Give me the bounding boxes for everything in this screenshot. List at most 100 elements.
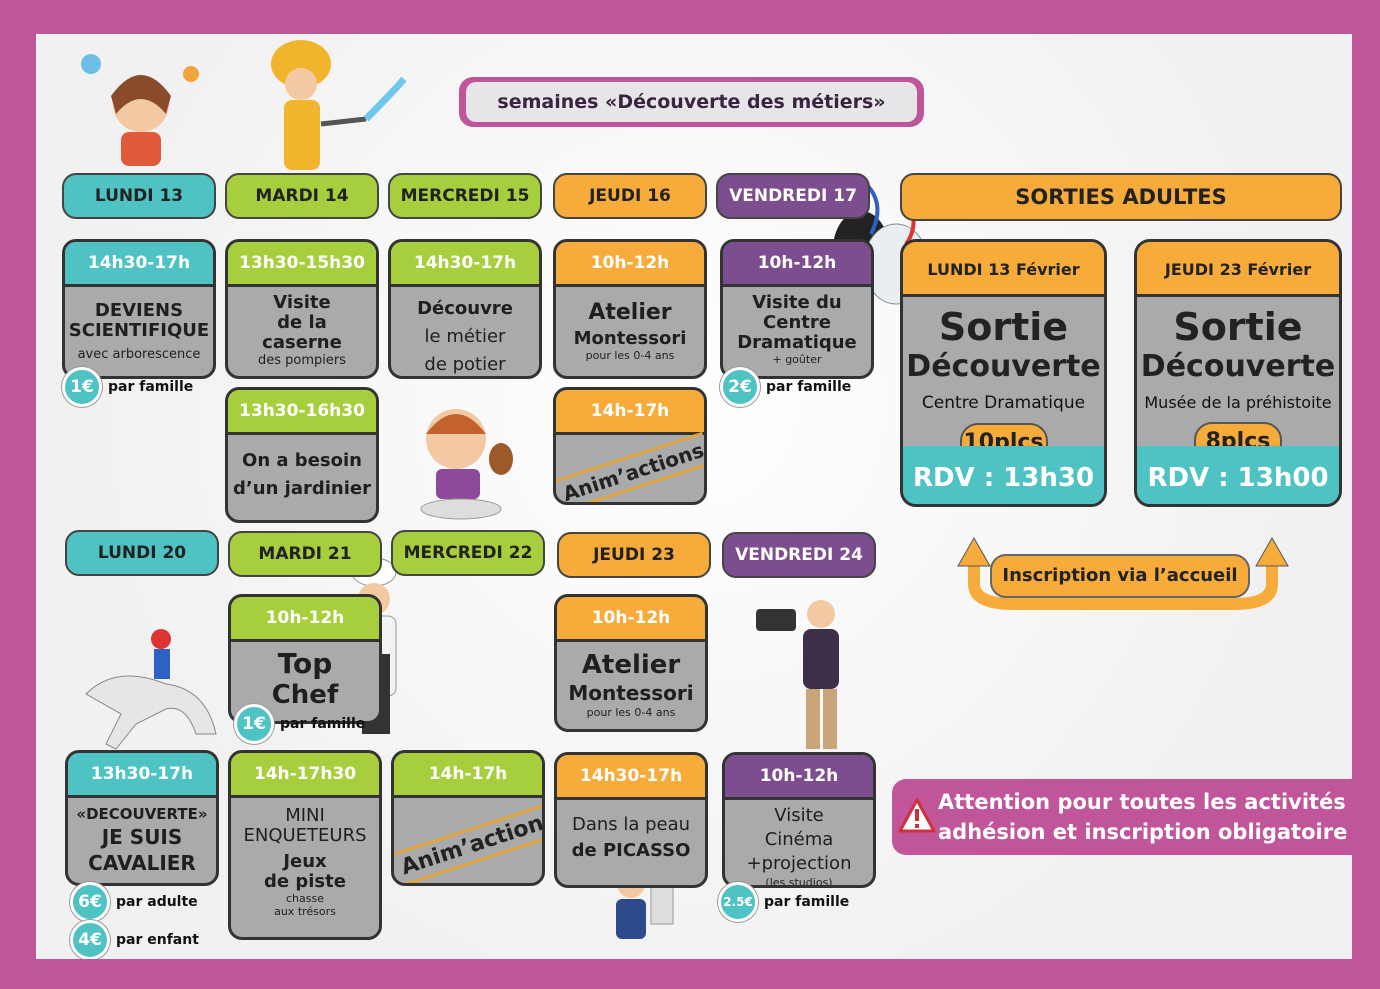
activity-card-picasso: 14h30-17h Dans la peau de PICASSO [554, 752, 708, 888]
card-line: ENQUETEURS [243, 825, 367, 846]
card-line: Anim’actions [394, 800, 542, 883]
card-line: Jeux [283, 851, 327, 872]
card-line: aux trésors [274, 905, 336, 918]
card-time: 10h-12h [723, 242, 871, 287]
activity-card-enqueteurs: 14h-17h30 MINI ENQUETEURS Jeux de piste … [228, 750, 382, 940]
card-line: Centre [763, 312, 831, 333]
card-line: Visite du [752, 292, 842, 313]
card-time: 14h30-17h [65, 242, 213, 287]
card-line: Top [277, 647, 333, 680]
card-time: 10h-12h [556, 242, 704, 287]
card-line: caserne [262, 332, 342, 353]
card-line: Dramatique [737, 332, 857, 353]
card-line: des pompiers [257, 353, 346, 368]
card-line: Visite [273, 292, 331, 313]
card-line: d’un jardinier [233, 478, 371, 499]
activity-card-cinema: 10h-12h Visite Cinéma +projection (les s… [722, 752, 876, 888]
cameraman-icon [756, 600, 839, 749]
card-line: MINI [285, 805, 325, 826]
price-tag: 2.5€ par famille [718, 882, 849, 922]
activity-card-scientifique: 14h30-17h DEVIENS SCIENTIFIQUE avec arbo… [62, 239, 216, 379]
adult-outing-card-1: LUNDI 13 Février Sortie Découverte Centr… [900, 239, 1107, 507]
card-time: 14h-17h [394, 753, 542, 798]
notice-line: adhésion et inscription obligatoire [938, 820, 1348, 844]
card-line: + goûter [772, 353, 822, 366]
card-line: de la [277, 312, 327, 333]
activity-card-jardinier: 13h30-16h30 On a besoin d’un jardinier [225, 387, 379, 523]
activity-card-montessori-1: 10h-12h Atelier Montessori pour les 0-4 … [553, 239, 707, 379]
card-line: On a besoin [242, 450, 362, 471]
activity-card-montessori-2: 10h-12h Atelier Montessori pour les 0-4 … [554, 594, 708, 732]
card-time: 14h30-17h [391, 242, 539, 287]
card-time: 13h30-15h30 [228, 242, 376, 287]
price-label: par famille [764, 894, 850, 910]
price-label: par enfant [116, 932, 199, 948]
outing-date: JEUDI 23 Février [1137, 242, 1339, 297]
day-header-vendredi-24: VENDREDI 24 [722, 532, 876, 578]
activity-card-dramatique: 10h-12h Visite du Centre Dramatique + go… [720, 239, 874, 379]
activity-card-potier: 14h30-17h Découvre le métier de potier [388, 239, 542, 379]
price-tag: 1€ par famille [234, 704, 365, 744]
card-line: le métier [424, 326, 506, 347]
card-line: DEVIENS [94, 300, 184, 321]
card-time: 14h30-17h [557, 755, 705, 800]
card-line: Montessori [568, 681, 694, 705]
coin-icon: 2€ [720, 367, 760, 407]
price-label: par famille [280, 716, 366, 732]
poster: semaines «Découverte des métiers» LUNDI … [36, 34, 1352, 959]
activity-card-top-chef: 10h-12h Top Chef [228, 594, 382, 724]
notice-line: Attention pour toutes les activités [938, 790, 1346, 814]
firefighter-icon [271, 40, 406, 170]
day-header-vendredi-17: VENDREDI 17 [716, 173, 870, 219]
card-time: 10h-12h [231, 597, 379, 642]
card-line: de piste [264, 871, 346, 892]
horse-rider-icon [85, 629, 217, 750]
card-time: 13h30-16h30 [228, 390, 376, 435]
warning-icon [898, 798, 936, 833]
card-line: Montessori [573, 328, 687, 349]
card-line: Découvre [417, 298, 513, 319]
card-line: Chef [271, 680, 339, 710]
price-tag: 4€ par enfant [70, 920, 199, 959]
day-header-lundi-20: LUNDI 20 [65, 530, 219, 576]
day-header-mercredi-22: MERCREDI 22 [391, 530, 545, 576]
day-header-lundi-13: LUNDI 13 [62, 173, 216, 219]
card-line: Dans la peau [571, 814, 691, 835]
outing-date: LUNDI 13 Février [903, 242, 1104, 297]
card-line: Cinéma [764, 829, 834, 850]
card-line: CAVALIER [88, 851, 196, 875]
outing-title: Sortie [938, 305, 1069, 349]
adult-outing-card-2: JEUDI 23 Février Sortie Découverte Musée… [1134, 239, 1342, 507]
card-line: Anim’actions [556, 431, 704, 502]
outing-rdv: RDV : 13h30 [903, 446, 1104, 504]
card-time: 14h-17h30 [231, 753, 379, 798]
outing-subtitle: Découverte [1140, 349, 1336, 384]
activity-card-cavalier: 13h30-17h «DECOUVERTE» JE SUIS CAVALIER [65, 750, 219, 886]
coin-icon: 1€ [234, 704, 274, 744]
price-label: par adulte [116, 894, 198, 910]
title-banner: semaines «Découverte des métiers» [459, 77, 924, 127]
price-label: par famille [108, 379, 194, 395]
outing-rdv: RDV : 13h00 [1137, 446, 1339, 504]
price-tag: 2€ par famille [720, 367, 851, 407]
card-line: SCIENTIFIQUE [68, 320, 210, 341]
outing-place: Centre Dramatique [921, 393, 1086, 413]
coin-icon: 6€ [70, 882, 110, 922]
card-line: pour les 0-4 ans [585, 349, 675, 362]
price-tag: 6€ par adulte [70, 882, 198, 922]
card-time: 10h-12h [725, 755, 873, 800]
card-line: (les studios) [765, 876, 833, 888]
inscription-arrows-icon [957, 536, 1289, 610]
activity-card-animactions-2: 14h-17h Anim’actions [391, 750, 545, 886]
notice-banner: Attention pour toutes les activités adhé… [892, 779, 1352, 855]
day-header-mardi-21: MARDI 21 [228, 531, 382, 577]
card-line: de potier [424, 354, 506, 375]
card-time: 13h30-17h [68, 753, 216, 798]
card-line: JE SUIS [101, 825, 183, 849]
inscription-label: Inscription via l’accueil [990, 554, 1250, 598]
coin-icon: 4€ [70, 920, 110, 959]
coin-icon: 1€ [62, 367, 102, 407]
card-line: avec arborescence [77, 347, 201, 362]
activity-card-caserne: 13h30-15h30 Visite de la caserne des pom… [225, 239, 379, 379]
card-line: de PICASSO [571, 840, 691, 861]
